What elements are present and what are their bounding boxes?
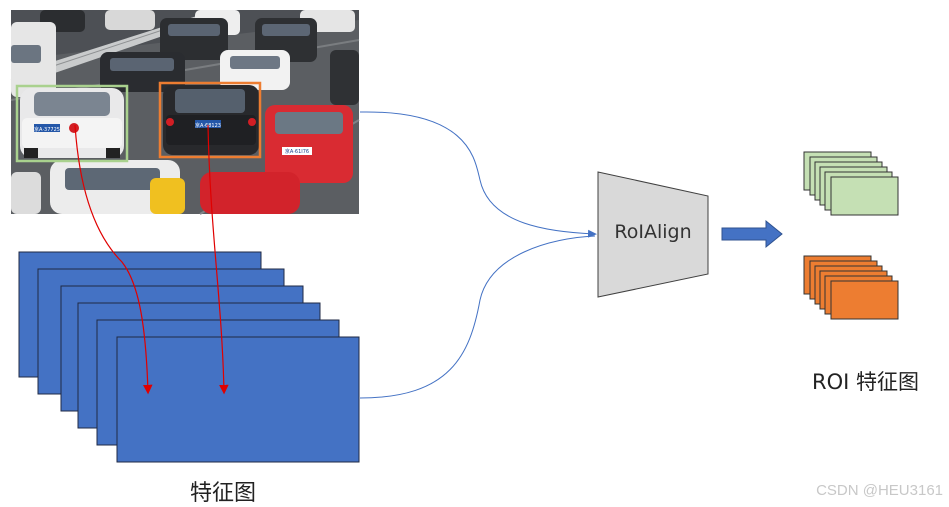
projection-arrow-orange: [207, 124, 229, 395]
output-arrow: [721, 219, 783, 249]
roialign-block: [597, 171, 709, 298]
feature-map-stack: [18, 251, 360, 463]
orange-roi-feature-stack: [803, 255, 899, 320]
watermark: CSDN @HEU3161: [816, 482, 943, 499]
roialign-label: RoIAlign: [614, 221, 692, 243]
white-car: [20, 88, 124, 158]
orange-bounding-box: [158, 81, 262, 159]
green-roi-feature-stack: [803, 151, 899, 216]
green-bounding-box: [15, 84, 129, 163]
green-roi-layer: [830, 176, 899, 216]
license-plate-3: 京A·61I76: [285, 148, 309, 155]
orange-roi-layer: [830, 280, 899, 320]
black-car: [163, 85, 259, 155]
feature-map-label: 特征图: [190, 481, 257, 506]
license-plate-1: 京A·37725: [34, 126, 60, 133]
feature-map-layer: [116, 336, 360, 463]
projection-arrow-green: [74, 124, 153, 395]
roi-feature-map-label: ROI 特征图: [812, 370, 919, 394]
traffic-photo: 京A·37725 京A·68123 京A·61I76: [10, 10, 360, 215]
connector-featuremap-to-roialign: [359, 235, 596, 399]
connector-photo-to-roialign: [359, 111, 597, 238]
background-cars: [11, 10, 359, 214]
